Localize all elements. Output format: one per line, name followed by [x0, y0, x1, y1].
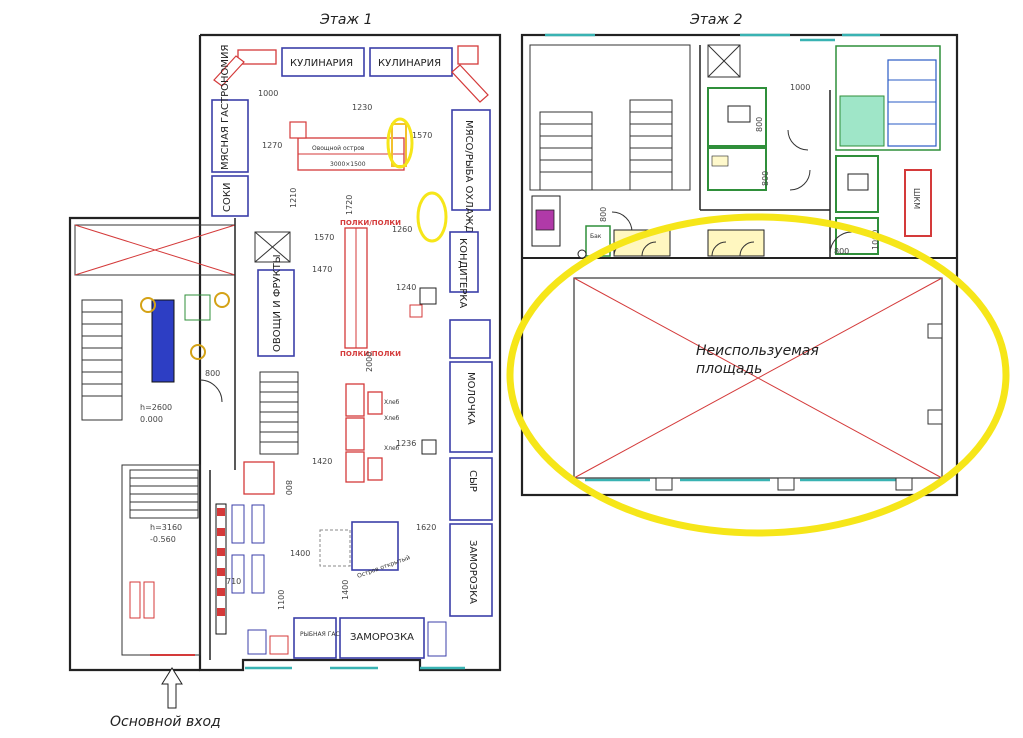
checkout-area: 800 710 1400 1100 — [215, 461, 310, 655]
bottom-wall-fixtures: РЫБНАЯ ГАСТ-МИФ ЗАМОРОЗКА 1400 — [293, 580, 447, 659]
dim-1400-bottom: 1400 — [341, 580, 350, 600]
right-wall-fixtures: МЯСО/РЫБА ОХЛАЖДЕННА КОНДИТЕРКА МОЛОЧКА … — [449, 109, 493, 617]
floor2-walls — [520, 33, 959, 497]
central-shelving: ПОЛКИ/ПОЛКИ ПОЛКИ/ПОЛКИ 1570 1260 1470 1… — [312, 195, 437, 483]
dim-800-checkout: 800 — [284, 480, 293, 495]
f2-dim-800-c: 800 — [599, 207, 608, 222]
bread-label-2: Хлеб — [384, 415, 400, 422]
entrance-label: Основной вход — [110, 714, 221, 730]
floor1-walls — [68, 33, 502, 672]
f2-dim-800-a: 800 — [755, 117, 764, 132]
dim-1720: 1720 — [345, 195, 354, 215]
dim-2000: 2000 — [365, 352, 374, 372]
dim-1570-top: 1570 — [412, 131, 432, 140]
floor2-windows — [545, 33, 900, 482]
culinary-left-label: КУЛИНАРИЯ — [290, 58, 353, 69]
open-island: Остров открытый 1620 — [319, 521, 436, 580]
confectionery-label: КОНДИТЕРКА — [457, 238, 468, 308]
shelves-label-bottom: ПОЛКИ/ПОЛКИ — [340, 350, 401, 358]
veg-island-size: 3000×1500 — [330, 161, 366, 168]
veg-island: Овощной остров 3000×1500 1210 — [289, 121, 407, 208]
dim-1000: 1000 — [258, 89, 278, 98]
floor2-rooms: ШКМ 1000 800 800 800 800 1000 — [599, 45, 941, 256]
f2-dim-1000-right: 1000 — [871, 230, 880, 250]
stair-hall-level: 0.000 — [140, 415, 163, 424]
left-wall-fixtures: МЯСНАЯ ГАСТРОНОМИЯ СОКИ — [211, 45, 249, 217]
frozen-right-label: ЗАМОРОЗКА — [467, 540, 478, 604]
milk-label: МОЛОЧКА — [465, 372, 476, 425]
shelves-label-top: ПОЛКИ/ПОЛКИ — [340, 219, 401, 227]
f2-dim-800-d: 800 — [834, 247, 849, 256]
dim-1100: 1100 — [277, 590, 286, 610]
veg-island-label: Овощной остров — [312, 145, 365, 152]
main-entrance: Основной вход — [110, 667, 221, 730]
juices-label: СОКИ — [222, 183, 233, 212]
fish-bottom-label: РЫБНАЯ ГАСТ-МИФ — [300, 631, 360, 638]
stair-hall-height: h=2600 — [140, 403, 172, 412]
bread-label-1: Хлеб — [384, 399, 400, 406]
culinary-right-label: КУЛИНАРИЯ — [378, 58, 441, 69]
highlight-island-end — [386, 117, 414, 169]
entry-hall-level: -0.560 — [150, 535, 176, 544]
culinary-fixtures: КУЛИНАРИЯ КУЛИНАРИЯ 1000 1230 1570 1270 — [213, 45, 489, 150]
dim-1620: 1620 — [416, 523, 436, 532]
dim-1260: 1260 — [392, 225, 412, 234]
entry-hall-height: h=3160 — [150, 523, 182, 532]
stair-hall-door-dim: 800 — [205, 369, 220, 378]
veg-fruit-label: ОВОЩИ И ФРУКТЫ — [272, 254, 283, 352]
meat-label: МЯСНАЯ ГАСТРОНОМИЯ — [220, 45, 231, 170]
dim-1210: 1210 — [289, 188, 298, 208]
dim-1230: 1230 — [352, 103, 372, 112]
tank-label: Бак — [590, 233, 602, 240]
stair-hall: h=2600 0.000 800 — [81, 292, 230, 424]
veg-fruit-fixture: ОВОЩИ И ФРУКТЫ — [257, 254, 295, 357]
dim-1240: 1240 — [396, 283, 416, 292]
unused-area-highlight — [506, 213, 1010, 537]
entry-hall: h=3160 -0.560 — [129, 469, 199, 656]
fish-label: МЯСО/РЫБА ОХЛАЖДЕННА — [463, 120, 474, 262]
highlight-column — [416, 191, 448, 243]
dim-1470: 1470 — [312, 265, 332, 274]
floor2-title: Этаж 2 — [689, 12, 743, 28]
frozen-bottom-label: ЗАМОРОЗКА — [350, 632, 414, 643]
cheese-label: СЫР — [467, 470, 478, 492]
f2-dim-1000-top: 1000 — [790, 83, 810, 92]
floor2-corridor: Бак — [531, 195, 765, 259]
dim-1236: 1236 — [396, 439, 416, 448]
floor1-title: Этаж 1 — [319, 12, 372, 28]
shk-label: ШКМ — [912, 188, 921, 209]
f2-dim-800-b: 800 — [761, 171, 770, 186]
bread-label-3: Хлеб — [384, 445, 400, 452]
dim-1570-mid: 1570 — [314, 233, 334, 242]
inner-stairs — [259, 371, 299, 455]
dim-1420: 1420 — [312, 457, 332, 466]
dim-710: 710 — [226, 577, 241, 586]
dim-1270: 1270 — [262, 141, 282, 150]
dim-1400-left: 1400 — [290, 549, 310, 558]
